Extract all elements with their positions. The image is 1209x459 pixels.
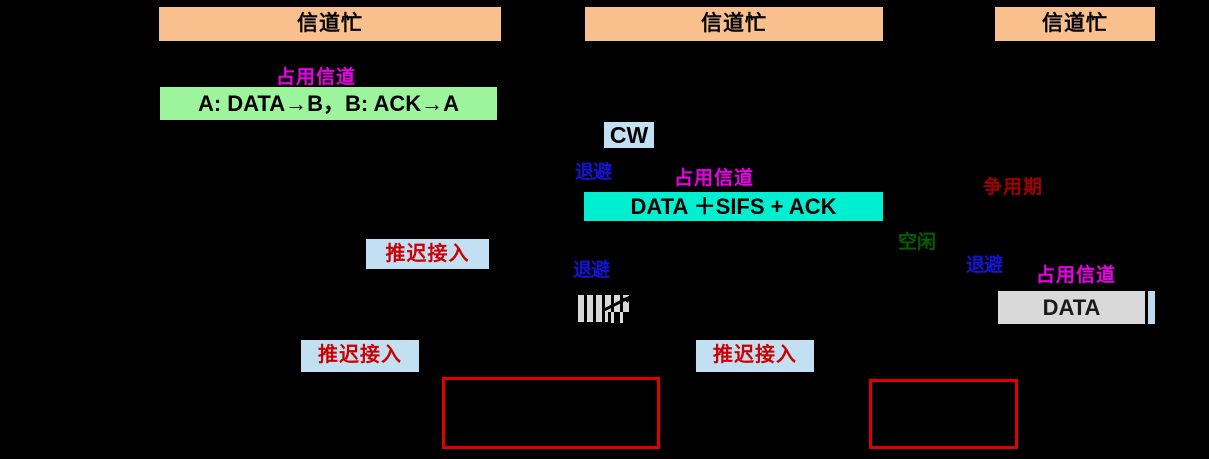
defer-access-label-2: 推迟接入 (318, 344, 402, 366)
frame-data-box: DATA (998, 291, 1145, 324)
defer-access-box-2: 推迟接入 (301, 340, 419, 372)
frame-data-sifs-ack-label: DATA ＋SIFS + ACK (630, 194, 837, 219)
contention-window-box: CW (604, 122, 654, 148)
frame-exchange-label: A: DATA→B，B: ACK→A (197, 91, 460, 116)
backoff-label-1: 退避 (575, 162, 612, 183)
busy-bar-3-label: 信道忙 (1042, 12, 1108, 35)
frame-data-dashed-edge (1145, 291, 1148, 324)
defer-access-box-3: 推迟接入 (696, 340, 814, 372)
busy-bar-3: 信道忙 (995, 7, 1155, 41)
defer-access-label-3: 推迟接入 (713, 344, 797, 366)
contention-period-label: 争用期 (983, 177, 1044, 198)
contention-window-label: CW (609, 122, 649, 148)
defer-access-label-1: 推迟接入 (385, 243, 470, 265)
occupied-channel-label-1: 占用信道 (276, 67, 357, 88)
frame-exchange-box: A: DATA→B，B: ACK→A (160, 87, 497, 120)
busy-bar-1: 信道忙 (159, 7, 501, 41)
backoff-slots-icon (578, 294, 636, 324)
occupied-channel-label-2: 占用信道 (674, 168, 755, 189)
idle-state-label: 空闲 (898, 232, 937, 253)
backoff-label-2: 退避 (573, 260, 610, 281)
frame-data-tail (1148, 291, 1155, 324)
backoff-label-3: 退避 (966, 255, 1003, 276)
busy-bar-1-label: 信道忙 (297, 12, 363, 35)
frame-data-sifs-ack-box: DATA ＋SIFS + ACK (584, 192, 883, 221)
busy-bar-2-label: 信道忙 (701, 12, 767, 35)
defer-access-box-1: 推迟接入 (366, 239, 489, 269)
frame-data-label: DATA (1042, 295, 1101, 320)
occupied-channel-label-3: 占用信道 (1036, 265, 1117, 286)
contention-window-highlight-right (869, 379, 1018, 449)
contention-window-highlight-left (442, 377, 660, 449)
busy-bar-2: 信道忙 (585, 7, 883, 41)
highlight-inner-border-right (875, 385, 1012, 443)
highlight-inner-border-left (448, 383, 654, 443)
